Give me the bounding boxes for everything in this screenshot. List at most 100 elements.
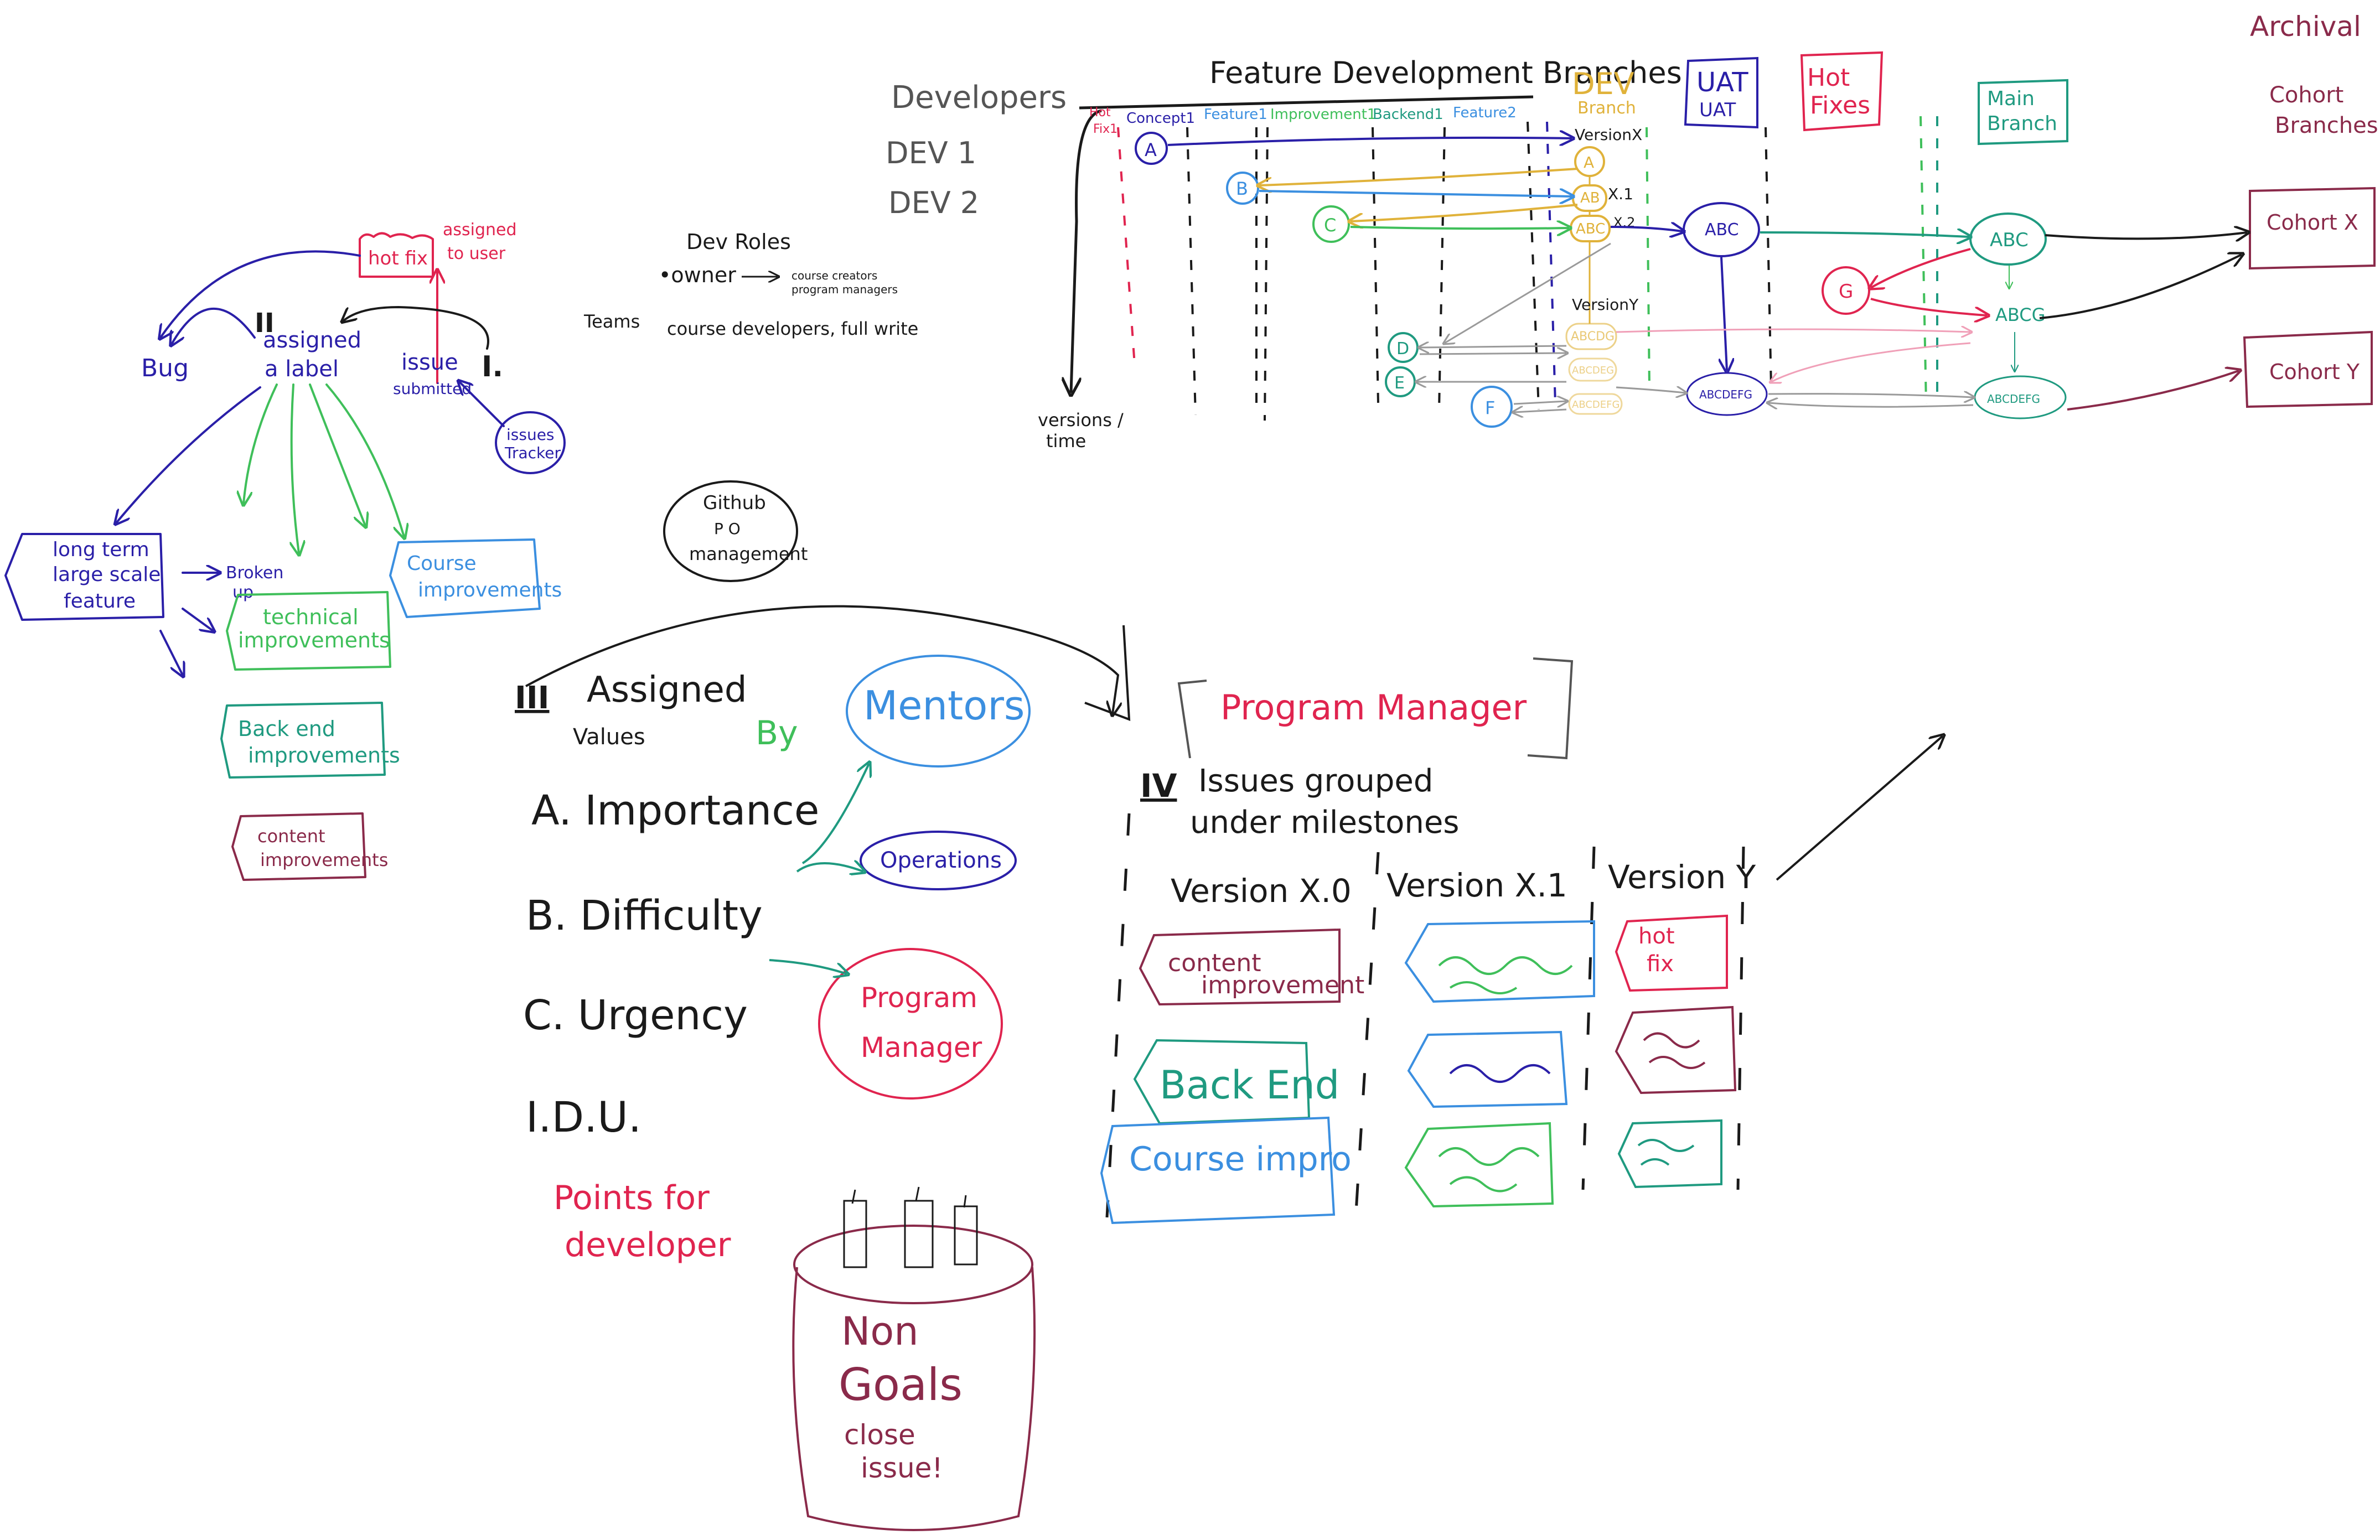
label-to-course-arrow bbox=[325, 383, 404, 537]
milestones-title-1: Issues grouped bbox=[1198, 763, 1433, 799]
card-hot-fix-1: hot bbox=[1638, 924, 1675, 949]
dev-node-abcdeg-label: ABCDEG bbox=[1572, 365, 1614, 376]
assigned-to-user-label-1: assigned bbox=[443, 220, 517, 240]
github-2: P O bbox=[714, 520, 741, 538]
node-c-label: C bbox=[1324, 215, 1336, 236]
issues-tracker-bubble bbox=[495, 411, 566, 474]
pm-bracket-left bbox=[1177, 680, 1207, 759]
cohort-x-box bbox=[2249, 186, 2376, 270]
cohort-branches-2: Branches bbox=[2275, 113, 2378, 138]
content-1: content bbox=[257, 826, 325, 847]
card-x1-1 bbox=[1404, 920, 1595, 1003]
uat-box bbox=[1684, 56, 1758, 129]
back-end-1: Back end bbox=[238, 717, 335, 741]
cohort-x-label: Cohort X bbox=[2267, 210, 2358, 235]
dev-branch-1: DEV bbox=[1572, 66, 1634, 101]
node-a-label: A bbox=[1145, 139, 1157, 160]
mentors-label: Mentors bbox=[863, 682, 1025, 729]
card-content-2: improvement bbox=[1201, 971, 1364, 999]
milestones-section: Program Manager IV Issues grouped under … bbox=[1100, 657, 1943, 1225]
issue-flow-section: hot fix assigned to user Bug II assigned… bbox=[4, 220, 566, 881]
branches-section: Feature Development Branches versions / … bbox=[1038, 11, 2378, 452]
curve-to-milestones bbox=[525, 605, 1118, 714]
pm-bracket-right bbox=[1527, 657, 1574, 760]
roles-section: Dev Roles •owner course creators program… bbox=[583, 80, 1067, 582]
roman-three: III bbox=[515, 680, 550, 716]
uat-node-abc-label: ABC bbox=[1705, 220, 1739, 240]
main-branch-2: Branch bbox=[1987, 112, 2057, 135]
urgency-label: C. Urgency bbox=[523, 992, 748, 1039]
assigned-label-1: assigned bbox=[263, 328, 361, 353]
owner-desc-1: course creators bbox=[791, 269, 877, 282]
main-node-abcdefg-label: ABCDEFG bbox=[1987, 392, 2040, 406]
teams-label: Teams bbox=[583, 311, 640, 332]
program-manager-title: Program Manager bbox=[1220, 687, 1527, 728]
column-backend1: Backend1 bbox=[1373, 106, 1443, 123]
mentors-bubble bbox=[846, 655, 1031, 768]
dev-node-abcdeg bbox=[1568, 357, 1617, 382]
importance-label: A. Importance bbox=[531, 787, 819, 834]
main-node-abcg-label: ABCG bbox=[1995, 304, 2045, 325]
node-d-label: D bbox=[1396, 339, 1409, 359]
non-goals-1: Non bbox=[841, 1309, 919, 1354]
roman-one: I. bbox=[482, 350, 503, 383]
dev-node-abc-label: ABC bbox=[1576, 221, 1605, 237]
long-term-2: large scale bbox=[53, 563, 161, 586]
back-end-2: improvements bbox=[248, 743, 400, 768]
label-to-technical-arrow-1 bbox=[244, 383, 278, 504]
owner-label: •owner bbox=[659, 263, 736, 287]
uat-2: UAT bbox=[1699, 99, 1736, 121]
to-program-manager bbox=[769, 959, 847, 974]
version-y-label: VersionY bbox=[1572, 295, 1639, 314]
close-issue-2: issue! bbox=[861, 1452, 943, 1484]
card-content-1: content bbox=[1168, 949, 1261, 977]
by-label: By bbox=[756, 714, 798, 753]
dev-node-abcdefg-label: ABCDEFG bbox=[1572, 399, 1620, 411]
main-branch-1: Main bbox=[1987, 87, 2035, 110]
down-arrow-milestones bbox=[1084, 625, 1131, 721]
branch-lanes bbox=[1117, 116, 1938, 421]
node-b-label: B bbox=[1236, 178, 1248, 199]
github-3: management bbox=[689, 543, 808, 564]
card-y-3 bbox=[1617, 1119, 1722, 1189]
pm-label-2: Manager bbox=[861, 1031, 982, 1064]
hot-fixes-1: Hot bbox=[1807, 64, 1850, 92]
branches-title: Feature Development Branches bbox=[1209, 55, 1682, 90]
card-course bbox=[1100, 1116, 1336, 1225]
course-1: Course bbox=[407, 552, 477, 575]
assigned-values-section: III Assigned Values By A. Importance B. … bbox=[515, 605, 1131, 1531]
main-node-abc-label: ABC bbox=[1990, 229, 2029, 251]
card-content bbox=[1139, 928, 1341, 1006]
dev-node-a-label: A bbox=[1584, 153, 1594, 172]
program-manager-bubble bbox=[818, 948, 1003, 1100]
assigned-title-1: Assigned bbox=[587, 670, 747, 711]
dev-node-abcdefg bbox=[1568, 393, 1623, 415]
hotfix1-label-1: Hot bbox=[1089, 106, 1111, 120]
card-course-label: Course impro bbox=[1129, 1140, 1352, 1179]
column-feature2: Feature2 bbox=[1453, 105, 1517, 121]
content-box bbox=[231, 812, 366, 881]
node-a bbox=[1135, 132, 1168, 165]
hotfix-to-bug-arrow bbox=[161, 250, 361, 338]
content-2: improvements bbox=[260, 849, 388, 870]
dev-node-a bbox=[1574, 146, 1605, 177]
issues-tracker-1: issues bbox=[506, 426, 555, 444]
dev1-label: DEV 1 bbox=[886, 136, 976, 170]
card-hot-fix-2: fix bbox=[1647, 951, 1674, 977]
technical-1: technical bbox=[263, 605, 359, 629]
back-end-box bbox=[220, 702, 386, 779]
dev-node-abcdg-label: ABCDG bbox=[1571, 330, 1615, 344]
dev-branch-2: Branch bbox=[1577, 98, 1636, 118]
column-feature1: Feature1 bbox=[1204, 106, 1267, 123]
column-concept1: Concept1 bbox=[1126, 110, 1195, 127]
technical-box bbox=[226, 591, 391, 671]
card-hot-fix bbox=[1615, 914, 1728, 992]
label-to-longterm-arrow bbox=[116, 386, 261, 523]
scroll-items-icon bbox=[843, 1186, 978, 1268]
hot-fixes-2: Fixes bbox=[1810, 91, 1870, 120]
roman-two: II bbox=[255, 308, 275, 339]
difficulty-label: B. Difficulty bbox=[526, 892, 763, 940]
points-1: Points for bbox=[553, 1179, 710, 1217]
operations-label: Operations bbox=[880, 848, 1002, 873]
label-to-bug-arrow bbox=[172, 308, 256, 344]
